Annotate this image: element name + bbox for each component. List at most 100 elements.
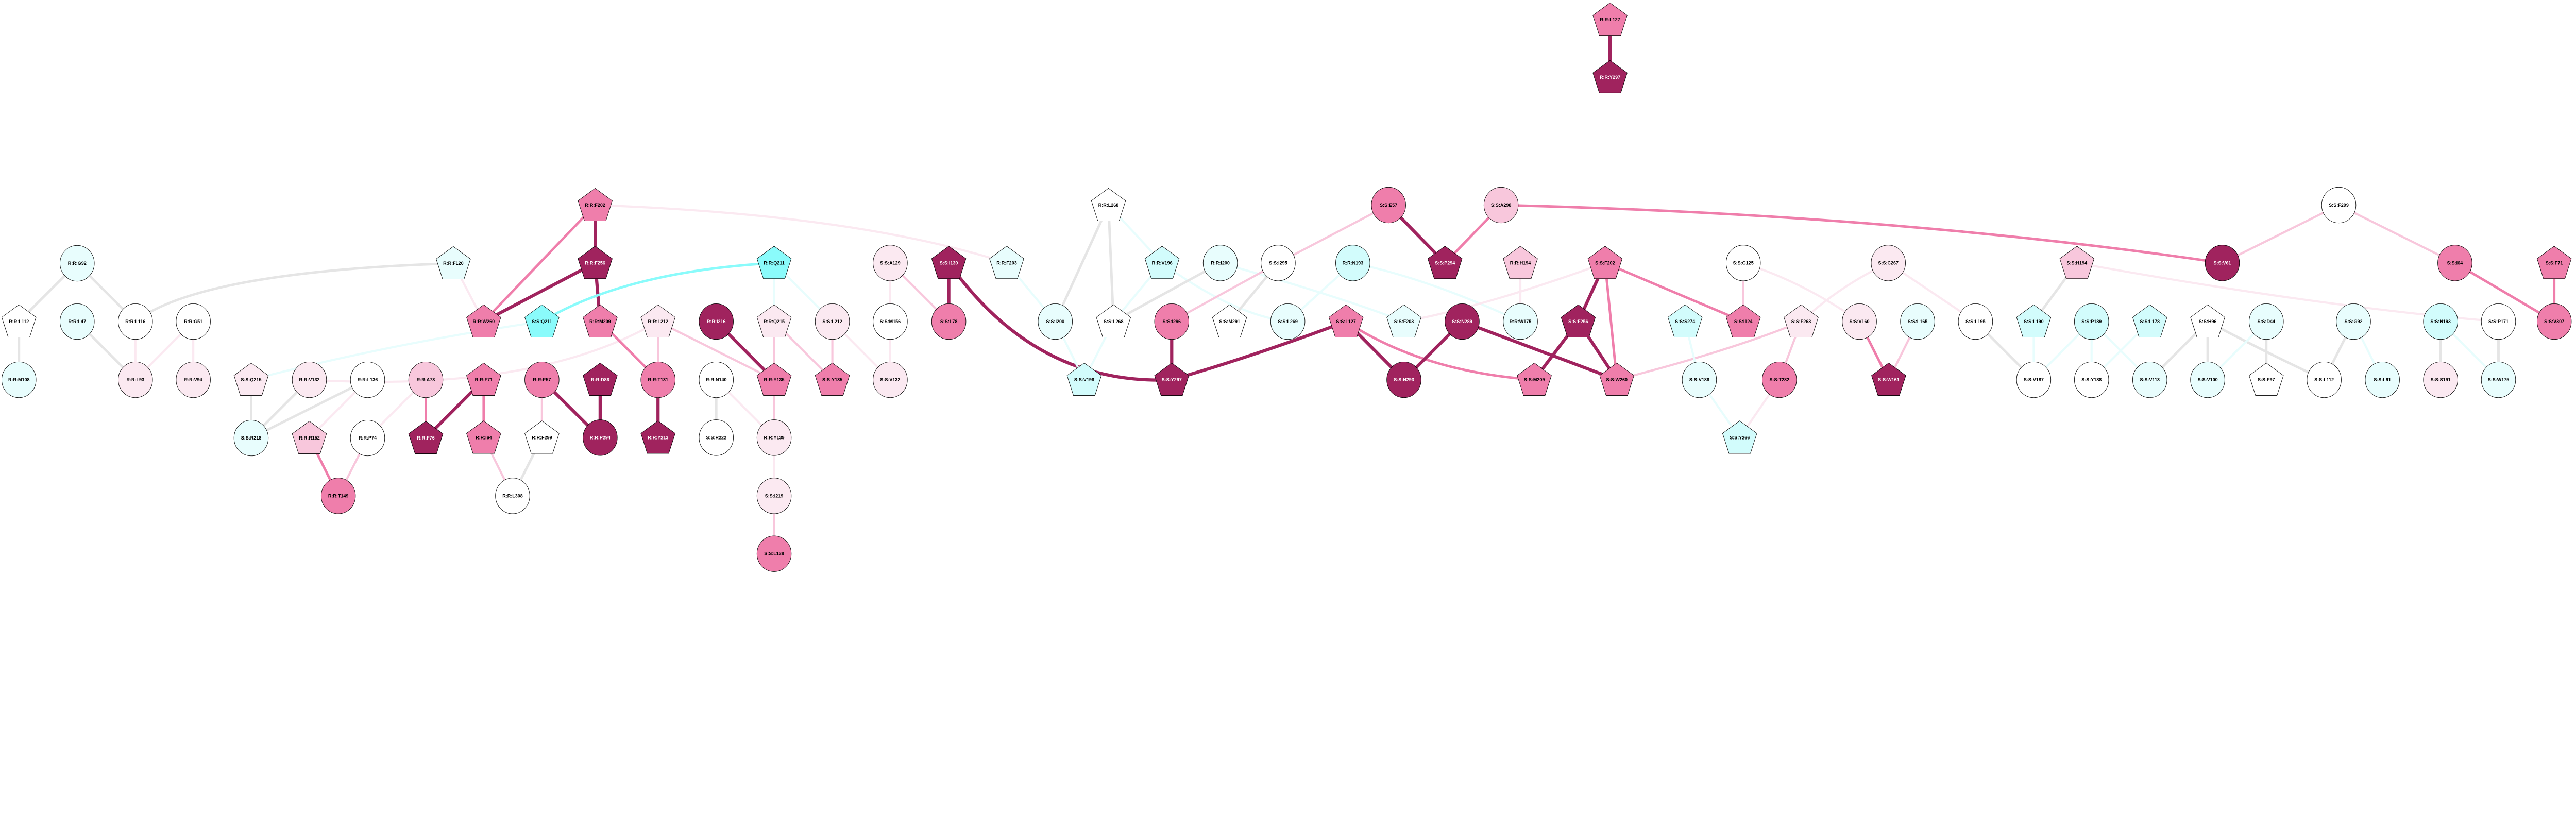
node-rI200[interactable]: R:R:I200 — [1202, 245, 1238, 281]
node-sF202[interactable]: S:S:F202 — [1587, 246, 1623, 279]
node-sL212[interactable]: S:S:L212 — [815, 303, 850, 340]
node-rD86[interactable]: R:R:D86 — [583, 362, 618, 396]
node-sI296[interactable]: S:S:I296 — [1154, 303, 1189, 340]
node-rH194[interactable]: R:R:H194 — [1503, 246, 1538, 279]
node-sF203[interactable]: S:S:F203 — [1386, 304, 1421, 337]
node-rL93[interactable]: R:R:L93 — [118, 361, 153, 398]
node-rY139[interactable]: R:R:Y139 — [756, 419, 792, 456]
node-rA73[interactable]: R:R:A73 — [408, 361, 444, 398]
node-rY297[interactable]: R:R:Y297 — [1592, 60, 1628, 93]
node-sD44[interactable]: S:S:D44 — [2249, 303, 2284, 340]
node-sV61[interactable]: S:S:V61 — [2205, 245, 2240, 281]
node-sI130[interactable]: S:S:I130 — [931, 246, 967, 279]
node-rG51[interactable]: R:R:G51 — [176, 303, 211, 340]
node-sL165[interactable]: S:S:L165 — [1900, 303, 1935, 340]
node-sE57[interactable]: S:S:E57 — [1371, 187, 1406, 224]
node-rQ215[interactable]: R:R:Q215 — [756, 304, 792, 337]
node-rG92[interactable]: R:R:G92 — [60, 245, 95, 282]
node-sP294[interactable]: S:S:P294 — [1427, 246, 1463, 279]
node-rF299[interactable]: R:R:F299 — [524, 420, 560, 454]
node-sN293[interactable]: S:S:N293 — [1386, 361, 1421, 398]
node-rF256[interactable]: R:R:F256 — [578, 246, 613, 279]
node-rM209[interactable]: R:R:M209 — [583, 304, 618, 337]
node-sY135[interactable]: S:S:Y135 — [815, 362, 850, 396]
node-sP189[interactable]: S:S:P189 — [2074, 303, 2109, 340]
node-sL190[interactable]: S:S:L190 — [2016, 304, 2052, 337]
node-rI64[interactable]: R:R:I64 — [466, 420, 501, 454]
node-sI219[interactable]: S:S:I219 — [756, 478, 792, 514]
node-sV160[interactable]: S:S:V160 — [1842, 303, 1877, 340]
node-sN289[interactable]: S:S:N289 — [1445, 303, 1480, 340]
node-rF202[interactable]: R:R:F202 — [578, 188, 613, 221]
node-sC267[interactable]: S:S:C267 — [1871, 245, 1906, 281]
node-sG92[interactable]: S:S:G92 — [2336, 303, 2371, 340]
node-sS274[interactable]: S:S:S274 — [1667, 304, 1703, 337]
node-rL212[interactable]: R:R:L212 — [640, 304, 675, 337]
node-sV186[interactable]: S:S:V186 — [1682, 361, 1717, 398]
node-rP294[interactable]: R:R:P294 — [583, 419, 618, 456]
node-sM209[interactable]: S:S:M209 — [1517, 362, 1552, 396]
node-rN193[interactable]: R:R:N193 — [1335, 245, 1370, 281]
node-sH96[interactable]: S:S:H96 — [2190, 304, 2225, 337]
node-rW260[interactable]: R:R:W260 — [466, 304, 501, 337]
node-rW175[interactable]: R:R:W175 — [1503, 303, 1538, 340]
node-sA298[interactable]: S:S:A298 — [1483, 187, 1519, 224]
node-rM108[interactable]: R:R:M108 — [2, 361, 37, 398]
node-sR218[interactable]: S:S:R218 — [233, 419, 269, 457]
node-sV100[interactable]: S:S:V100 — [2190, 361, 2225, 398]
node-sI64[interactable]: S:S:I64 — [2437, 245, 2472, 281]
node-sF263[interactable]: S:S:F263 — [1784, 304, 1819, 337]
node-rL308[interactable]: R:R:L308 — [495, 478, 530, 514]
node-sV307[interactable]: S:S:V307 — [2536, 303, 2572, 340]
node-sL78[interactable]: S:S:L78 — [931, 303, 967, 340]
node-sH194[interactable]: S:S:H194 — [2059, 246, 2095, 279]
node-sW260[interactable]: S:S:W260 — [1599, 362, 1635, 396]
node-sL138[interactable]: S:S:L138 — [756, 535, 792, 572]
node-sW161[interactable]: S:S:W161 — [1871, 362, 1906, 396]
node-rL127[interactable]: R:R:L127 — [1592, 3, 1628, 36]
node-sL91[interactable]: S:S:L91 — [2365, 361, 2400, 398]
node-sS191[interactable]: S:S:S191 — [2423, 361, 2458, 398]
node-sW175[interactable]: S:S:W175 — [2481, 361, 2516, 398]
node-sQ211[interactable]: S:S:Q211 — [524, 304, 560, 337]
node-sP171[interactable]: S:S:P171 — [2481, 303, 2516, 340]
node-rV132[interactable]: R:R:V132 — [292, 361, 327, 398]
node-rL268[interactable]: R:R:L268 — [1091, 188, 1126, 221]
node-rR152[interactable]: R:R:R152 — [292, 420, 327, 454]
node-sY297[interactable]: S:S:Y297 — [1154, 362, 1190, 396]
node-rQ211[interactable]: R:R:Q211 — [756, 246, 792, 279]
node-rF120[interactable]: R:R:F120 — [436, 246, 471, 279]
node-sM156[interactable]: S:S:M156 — [873, 303, 908, 340]
node-sI124[interactable]: S:S:I124 — [1725, 304, 1761, 337]
node-sI200[interactable]: S:S:I200 — [1038, 303, 1073, 340]
node-rF71[interactable]: R:R:F71 — [466, 362, 501, 396]
node-rE57[interactable]: R:R:E57 — [524, 361, 560, 398]
node-rI216[interactable]: R:R:I216 — [699, 303, 734, 340]
node-sF299[interactable]: S:S:F299 — [2321, 187, 2357, 224]
node-rF203[interactable]: R:R:F203 — [989, 246, 1024, 279]
node-rV94[interactable]: R:R:V94 — [176, 361, 211, 398]
node-sG125[interactable]: S:S:G125 — [1725, 245, 1761, 281]
node-sL127[interactable]: S:S:L127 — [1328, 304, 1364, 337]
node-sL178[interactable]: S:S:L178 — [2132, 304, 2167, 337]
node-sN193[interactable]: S:S:N193 — [2423, 303, 2458, 340]
node-sR222[interactable]: S:S:R222 — [699, 419, 734, 456]
node-sV132[interactable]: S:S:V132 — [873, 361, 908, 398]
node-sL112[interactable]: S:S:L112 — [2307, 361, 2342, 398]
node-rY135[interactable]: R:R:Y135 — [756, 362, 792, 396]
node-rF76[interactable]: R:R:F76 — [408, 420, 444, 454]
node-sL268[interactable]: S:S:L268 — [1096, 304, 1131, 337]
node-rL47[interactable]: R:R:L47 — [60, 303, 95, 340]
node-sY188[interactable]: S:S:Y188 — [2074, 361, 2109, 398]
node-rL116[interactable]: R:R:L116 — [118, 303, 153, 340]
node-sA129[interactable]: S:S:A129 — [873, 245, 908, 281]
node-sV196[interactable]: S:S:V196 — [1066, 362, 1102, 396]
node-rN140[interactable]: R:R:N140 — [699, 361, 734, 398]
node-sV187[interactable]: S:S:V187 — [2016, 361, 2052, 398]
node-rL112[interactable]: R:R:L112 — [1, 304, 37, 337]
node-sF256[interactable]: S:S:F256 — [1561, 304, 1596, 337]
node-rV196[interactable]: R:R:V196 — [1144, 246, 1180, 279]
node-rP74[interactable]: R:R:P74 — [350, 419, 385, 457]
node-rT149[interactable]: R:R:T149 — [320, 478, 356, 514]
node-rT131[interactable]: R:R:T131 — [640, 361, 675, 398]
